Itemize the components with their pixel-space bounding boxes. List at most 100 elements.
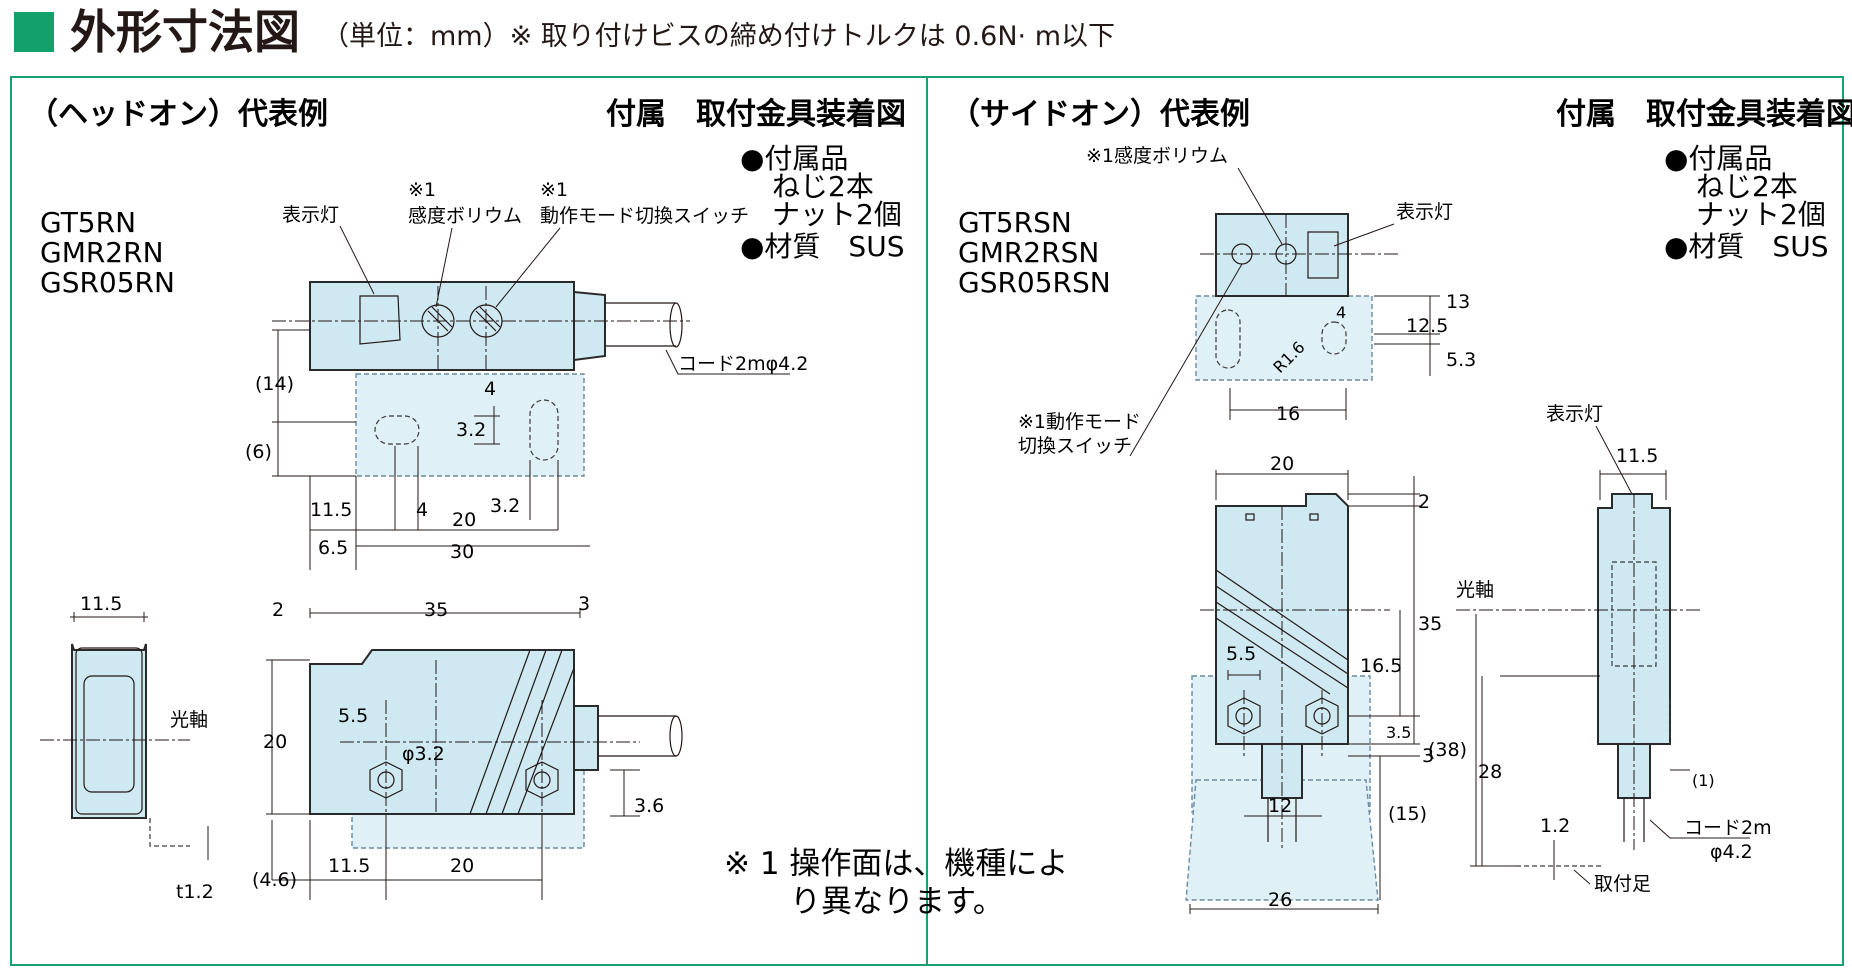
left-dim-3-6: 3.6: [634, 795, 664, 817]
right-dim-1-2: 1.2: [1540, 815, 1570, 837]
right-front-body: [1215, 493, 1349, 745]
left-accessory-3: ナット2個: [772, 198, 902, 231]
right-accessory-heading: 付属 取付金具装着図: [1556, 97, 1852, 132]
panel-divider: [926, 76, 928, 966]
left-dim-phi-3-2: φ3.2: [402, 743, 445, 765]
right-label-cord-2: φ4.2: [1710, 841, 1753, 863]
left-label-mode-mark: ※1: [540, 179, 568, 201]
right-dim-3: 3: [1422, 745, 1434, 767]
right-dim-28: 28: [1478, 761, 1502, 783]
left-dim-11-5b: 11.5: [328, 855, 370, 877]
left-nut-1: [369, 761, 403, 799]
left-dim-4: 4: [484, 378, 496, 400]
left-top-cable-end: [669, 302, 683, 348]
right-dim-20: 20: [1270, 453, 1294, 475]
left-top-cable-boot: [573, 290, 606, 362]
right-model-3: GSR05RSN: [958, 266, 1111, 299]
right-label-mode-2: 切換スイッチ: [1018, 435, 1132, 457]
left-top-body: [309, 281, 575, 371]
left-dim-6: (6): [245, 441, 272, 463]
left-top-bracket: [355, 373, 585, 477]
right-dim-12: 12: [1268, 795, 1292, 817]
footnote-line-1: ※ 1 操作面は、機種によ: [724, 846, 1068, 882]
right-model-1: GT5RSN: [958, 206, 1072, 239]
left-accessory-1: ●付属品: [740, 142, 848, 175]
left-label-vol: 感度ボリウム: [408, 205, 522, 227]
left-dim-20b: 20: [450, 855, 474, 877]
right-dim-26: 26: [1268, 889, 1292, 911]
left-model-1: GT5RN: [40, 206, 136, 239]
left-dim-3: 3: [578, 593, 590, 615]
left-label-optical-axis: 光軸: [170, 709, 208, 731]
right-label-indicator2: 表示灯: [1546, 403, 1603, 425]
right-label-foot: 取付足: [1594, 873, 1651, 895]
right-label-vol: ※1感度ボリウム: [1086, 145, 1228, 167]
left-model-2: GMR2RN: [40, 236, 164, 269]
right-top-body: [1215, 213, 1349, 297]
right-accessory-2: ねじ2本: [1696, 170, 1798, 203]
left-panel-heading: （ヘッドオン）代表例: [28, 97, 328, 132]
left-dim-11-5: 11.5: [310, 499, 352, 521]
left-label-cord: コード2mφ4.2: [678, 353, 808, 375]
footnote-line-2: り異なります。: [790, 884, 1004, 920]
right-dim-5-5: 5.5: [1226, 643, 1256, 665]
right-dim-2: 2: [1418, 491, 1430, 513]
left-dim-end-11-5: 11.5: [80, 593, 122, 615]
left-accessory-2: ねじ2本: [772, 170, 874, 203]
left-end-foot: [149, 818, 190, 847]
right-accessory-4: ●材質 SUS: [1664, 230, 1828, 263]
left-bracket-slot-2: [529, 399, 559, 461]
right-dim-15: (15): [1388, 803, 1427, 825]
left-dim-3-2b: 3.2: [490, 495, 520, 517]
left-dim-14: (14): [255, 373, 294, 395]
left-dim-side-20: 20: [263, 731, 287, 753]
right-dim-11-5: 11.5: [1616, 445, 1658, 467]
right-dim-13: 13: [1446, 291, 1470, 313]
right-label-optical-axis: 光軸: [1456, 579, 1494, 601]
left-dim-20: 20: [452, 509, 476, 531]
right-dim-5-3: 5.3: [1446, 349, 1476, 371]
left-label-vol-mark: ※1: [408, 179, 436, 201]
left-nut-2: [525, 761, 559, 799]
left-indicator-window: [359, 295, 401, 345]
left-label-mode: 動作モード切換スイッチ: [540, 205, 749, 227]
right-dim-35: 35: [1418, 613, 1442, 635]
right-dim-38: (38): [1428, 739, 1467, 761]
left-bracket-slot-1: [374, 415, 420, 445]
left-accessory-heading: 付属 取付金具装着図: [606, 97, 906, 132]
title-square-icon: [14, 12, 54, 52]
right-label-indicator: 表示灯: [1396, 201, 1453, 223]
left-dim-2: 2: [272, 599, 284, 621]
left-model-3: GSR05RN: [40, 266, 175, 299]
right-dim-1: (1): [1692, 771, 1715, 790]
left-dim-35: 35: [424, 599, 448, 621]
right-dim-12-5: 12.5: [1406, 315, 1448, 337]
right-accessory-3: ナット2個: [1696, 198, 1826, 231]
page-title: 外形寸法図: [70, 5, 300, 59]
left-label-indicator: 表示灯: [282, 204, 339, 226]
right-dim-16: 16: [1276, 403, 1300, 425]
right-dim-3-5: 3.5: [1386, 723, 1411, 742]
left-dim-30: 30: [450, 541, 474, 563]
right-model-2: GMR2RSN: [958, 236, 1099, 269]
left-accessory-4: ●材質 SUS: [740, 230, 904, 263]
left-side-body: [309, 649, 575, 815]
right-dim-4: 4: [1336, 303, 1346, 322]
left-dim-6-5: 6.5: [318, 537, 348, 559]
left-top-cable: [605, 302, 676, 347]
left-dim-t1-2: t1.2: [176, 881, 214, 903]
right-panel-heading: （サイドオン）代表例: [950, 97, 1250, 132]
title-note: （単位：mm）※ 取り付けビスの締め付けトルクは 0.6N· m以下: [322, 21, 1115, 52]
right-label-mode-1: ※1動作モード: [1018, 411, 1141, 433]
left-dim-5-5: 5.5: [338, 705, 368, 727]
right-label-cord-1: コード2m: [1684, 817, 1772, 839]
left-dim-4b: 4: [416, 499, 428, 521]
left-dim-4-6: (4.6): [252, 869, 297, 891]
right-indicator: [1307, 231, 1339, 279]
right-dim-16-5: 16.5: [1360, 655, 1402, 677]
left-dim-3-2a: 3.2: [456, 419, 486, 441]
right-accessory-1: ●付属品: [1664, 142, 1772, 175]
left-end-body: [71, 643, 147, 819]
title-bar: 外形寸法図 （単位：mm）※ 取り付けビスの締め付けトルクは 0.6N· m以下: [8, 5, 1844, 59]
